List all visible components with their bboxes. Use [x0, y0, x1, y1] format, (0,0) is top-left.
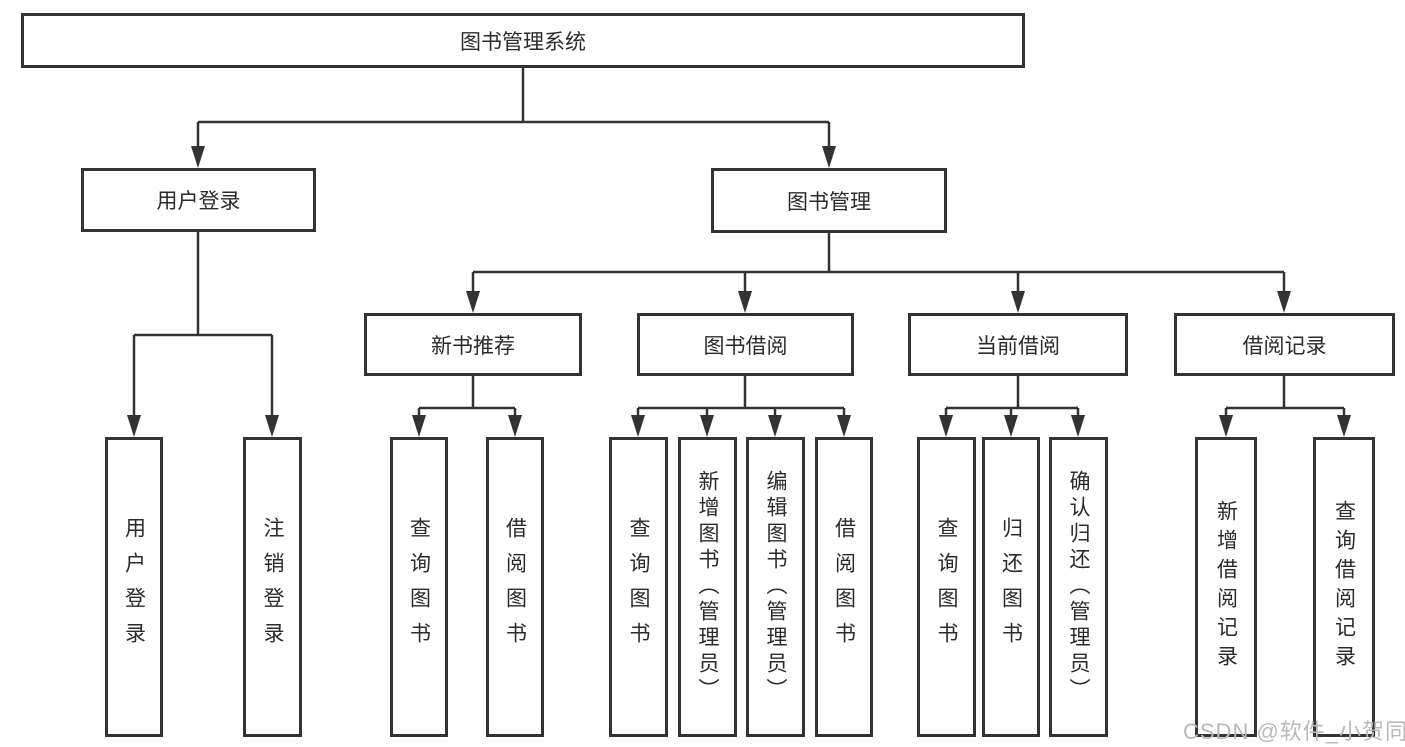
- node-root-book-management-system: 图书管理系统: [21, 13, 1025, 68]
- node-user-login: 用户登录: [81, 168, 316, 232]
- leaf-query-books-recommend: 查询图书: [390, 437, 448, 737]
- leaf-edit-book-admin-label: 编辑图书（管理员）: [764, 470, 787, 704]
- leaf-logout: 注销登录: [243, 437, 302, 737]
- leaf-user-login-label: 用户登录: [122, 517, 146, 657]
- leaf-logout-label: 注销登录: [261, 517, 284, 657]
- leaf-return-book: 归还图书: [982, 437, 1040, 737]
- node-borrowing-records: 借阅记录: [1174, 313, 1395, 376]
- leaf-add-borrow-record: 新增借阅记录: [1195, 437, 1257, 737]
- leaf-add-book-admin-label: 新增图书（管理员）: [696, 470, 719, 704]
- leaf-add-book-admin: 新增图书（管理员）: [678, 437, 737, 737]
- leaf-query-books-current-label: 查询图书: [935, 517, 958, 657]
- leaf-query-borrow-record: 查询借阅记录: [1313, 437, 1375, 737]
- csdn-watermark: CSDN @软件_小贺同学: [1183, 719, 1405, 744]
- node-book-borrowing: 图书借阅: [637, 313, 854, 376]
- leaf-query-borrow-record-label: 查询借阅记录: [1332, 500, 1356, 674]
- leaf-confirm-return-admin-label: 确认归还（管理员）: [1067, 470, 1090, 704]
- leaf-borrow-books-label: 借阅图书: [832, 517, 856, 657]
- node-book-management: 图书管理: [711, 168, 947, 233]
- node-new-book-recommend-label: 新书推荐: [431, 334, 515, 358]
- node-borrowing-records-label: 借阅记录: [1242, 334, 1327, 358]
- leaf-borrow-books-recommend: 借阅图书: [486, 437, 544, 737]
- node-current-borrowing-label: 当前借阅: [976, 334, 1060, 358]
- node-book-borrowing-label: 图书借阅: [703, 334, 788, 358]
- leaf-edit-book-admin: 编辑图书（管理员）: [746, 437, 805, 737]
- leaf-query-books-recommend-label: 查询图书: [407, 517, 431, 657]
- arrowheads: [127, 146, 1351, 437]
- leaf-borrow-books-recommend-label: 借阅图书: [503, 517, 527, 657]
- leaf-query-books-current: 查询图书: [917, 437, 976, 737]
- leaf-user-login: 用户登录: [105, 437, 163, 737]
- leaf-confirm-return-admin: 确认归还（管理员）: [1049, 437, 1108, 737]
- leaf-add-borrow-record-label: 新增借阅记录: [1214, 500, 1238, 674]
- node-new-book-recommend: 新书推荐: [364, 313, 582, 376]
- node-user-login-label: 用户登录: [156, 190, 241, 213]
- node-book-management-label: 图书管理: [787, 190, 871, 214]
- leaf-return-book-label: 归还图书: [999, 517, 1023, 657]
- leaf-query-books-borrowing-label: 查询图书: [627, 517, 650, 657]
- leaf-query-books-borrowing: 查询图书: [609, 437, 668, 737]
- leaf-borrow-books: 借阅图书: [815, 437, 873, 737]
- node-root-label: 图书管理系统: [460, 30, 586, 54]
- node-current-borrowing: 当前借阅: [908, 313, 1128, 376]
